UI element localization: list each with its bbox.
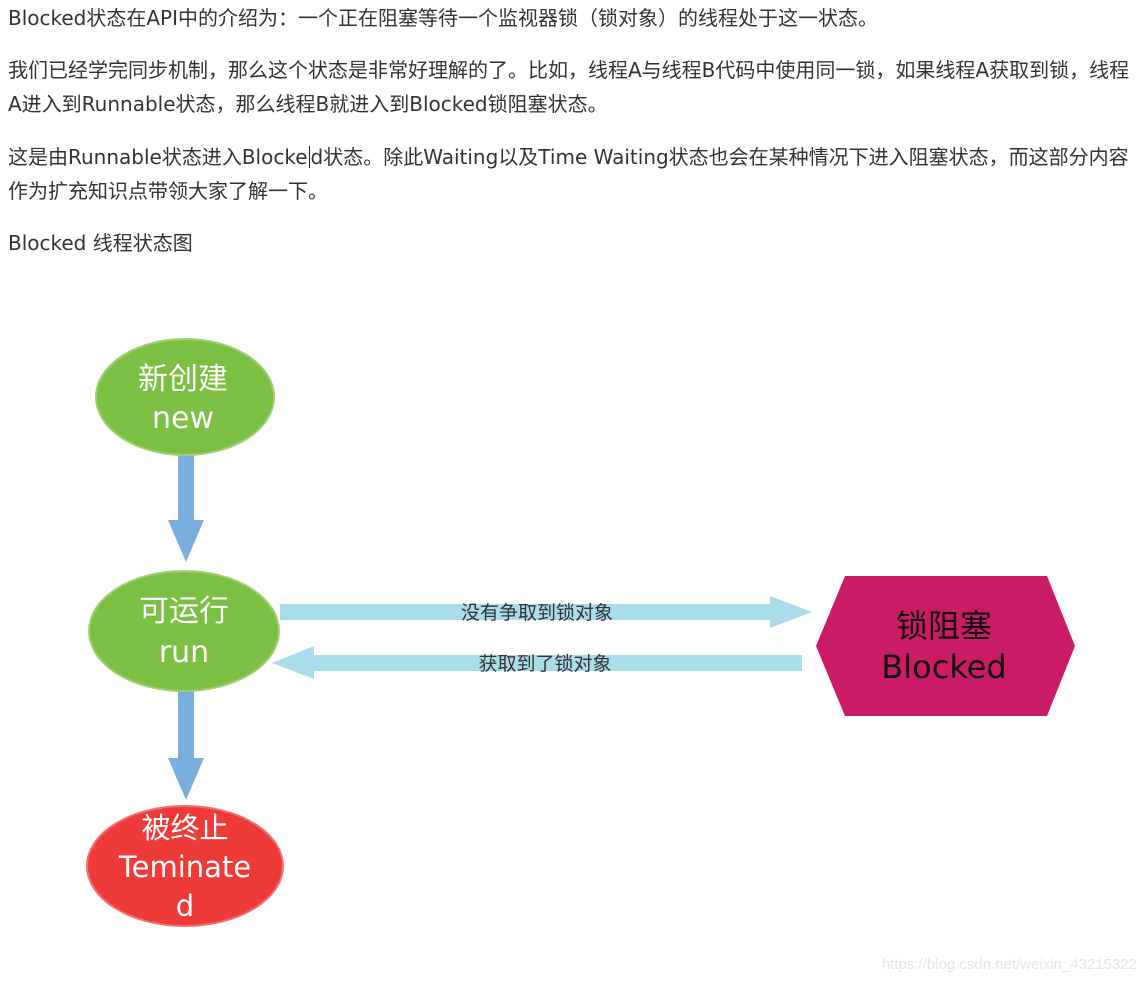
node-blocked-label-en: Blocked (881, 648, 1006, 686)
arrow-run-to-blocked: 没有争取到锁对象 (280, 596, 812, 628)
paragraph-3-part-1: 这是由Runnable状态进入Blocke (8, 145, 308, 169)
arrow-new-to-run (168, 455, 204, 562)
paragraph-3-part-2: d状态。除此Waiting以及Time Waiting状态也会在某种情况下进入阻… (8, 145, 1129, 203)
paragraph-2: 我们已经学完同步机制，那么这个状态是非常好理解的了。比如，线程A与线程B代码中使… (8, 58, 1130, 116)
node-run-label-cn: 可运行 (139, 594, 229, 629)
node-run-label-en: run (159, 635, 209, 670)
node-run: 可运行 run (88, 570, 280, 692)
node-new-label-en: new (152, 401, 214, 436)
watermark-url: https://blog.csdn.net/weixin_43215322 (881, 956, 1137, 973)
node-terminated: 被终止 Teminate d (86, 805, 284, 927)
paragraph-1: Blocked状态在API中的介绍为：一个正在阻塞等待一个监视器锁（锁对象）的线… (8, 6, 879, 30)
node-terminated-label-en: Teminate (118, 850, 251, 884)
node-blocked: 锁阻塞 Blocked (816, 576, 1075, 716)
arrow-run-to-terminated (168, 690, 204, 800)
arrow-blocked-to-run: 获取到了锁对象 (272, 646, 802, 679)
node-new-label-cn: 新创建 (138, 362, 228, 397)
edge-label-no-lock: 没有争取到锁对象 (461, 602, 613, 624)
text-cursor (308, 146, 310, 168)
edge-label-got-lock: 获取到了锁对象 (478, 653, 611, 675)
node-terminated-label-en-wrap: d (176, 889, 194, 923)
node-blocked-label-cn: 锁阻塞 (896, 607, 992, 645)
diagram-caption: Blocked 线程状态图 (8, 231, 193, 255)
node-terminated-label-cn: 被终止 (141, 811, 228, 845)
node-new: 新创建 new (95, 338, 275, 456)
